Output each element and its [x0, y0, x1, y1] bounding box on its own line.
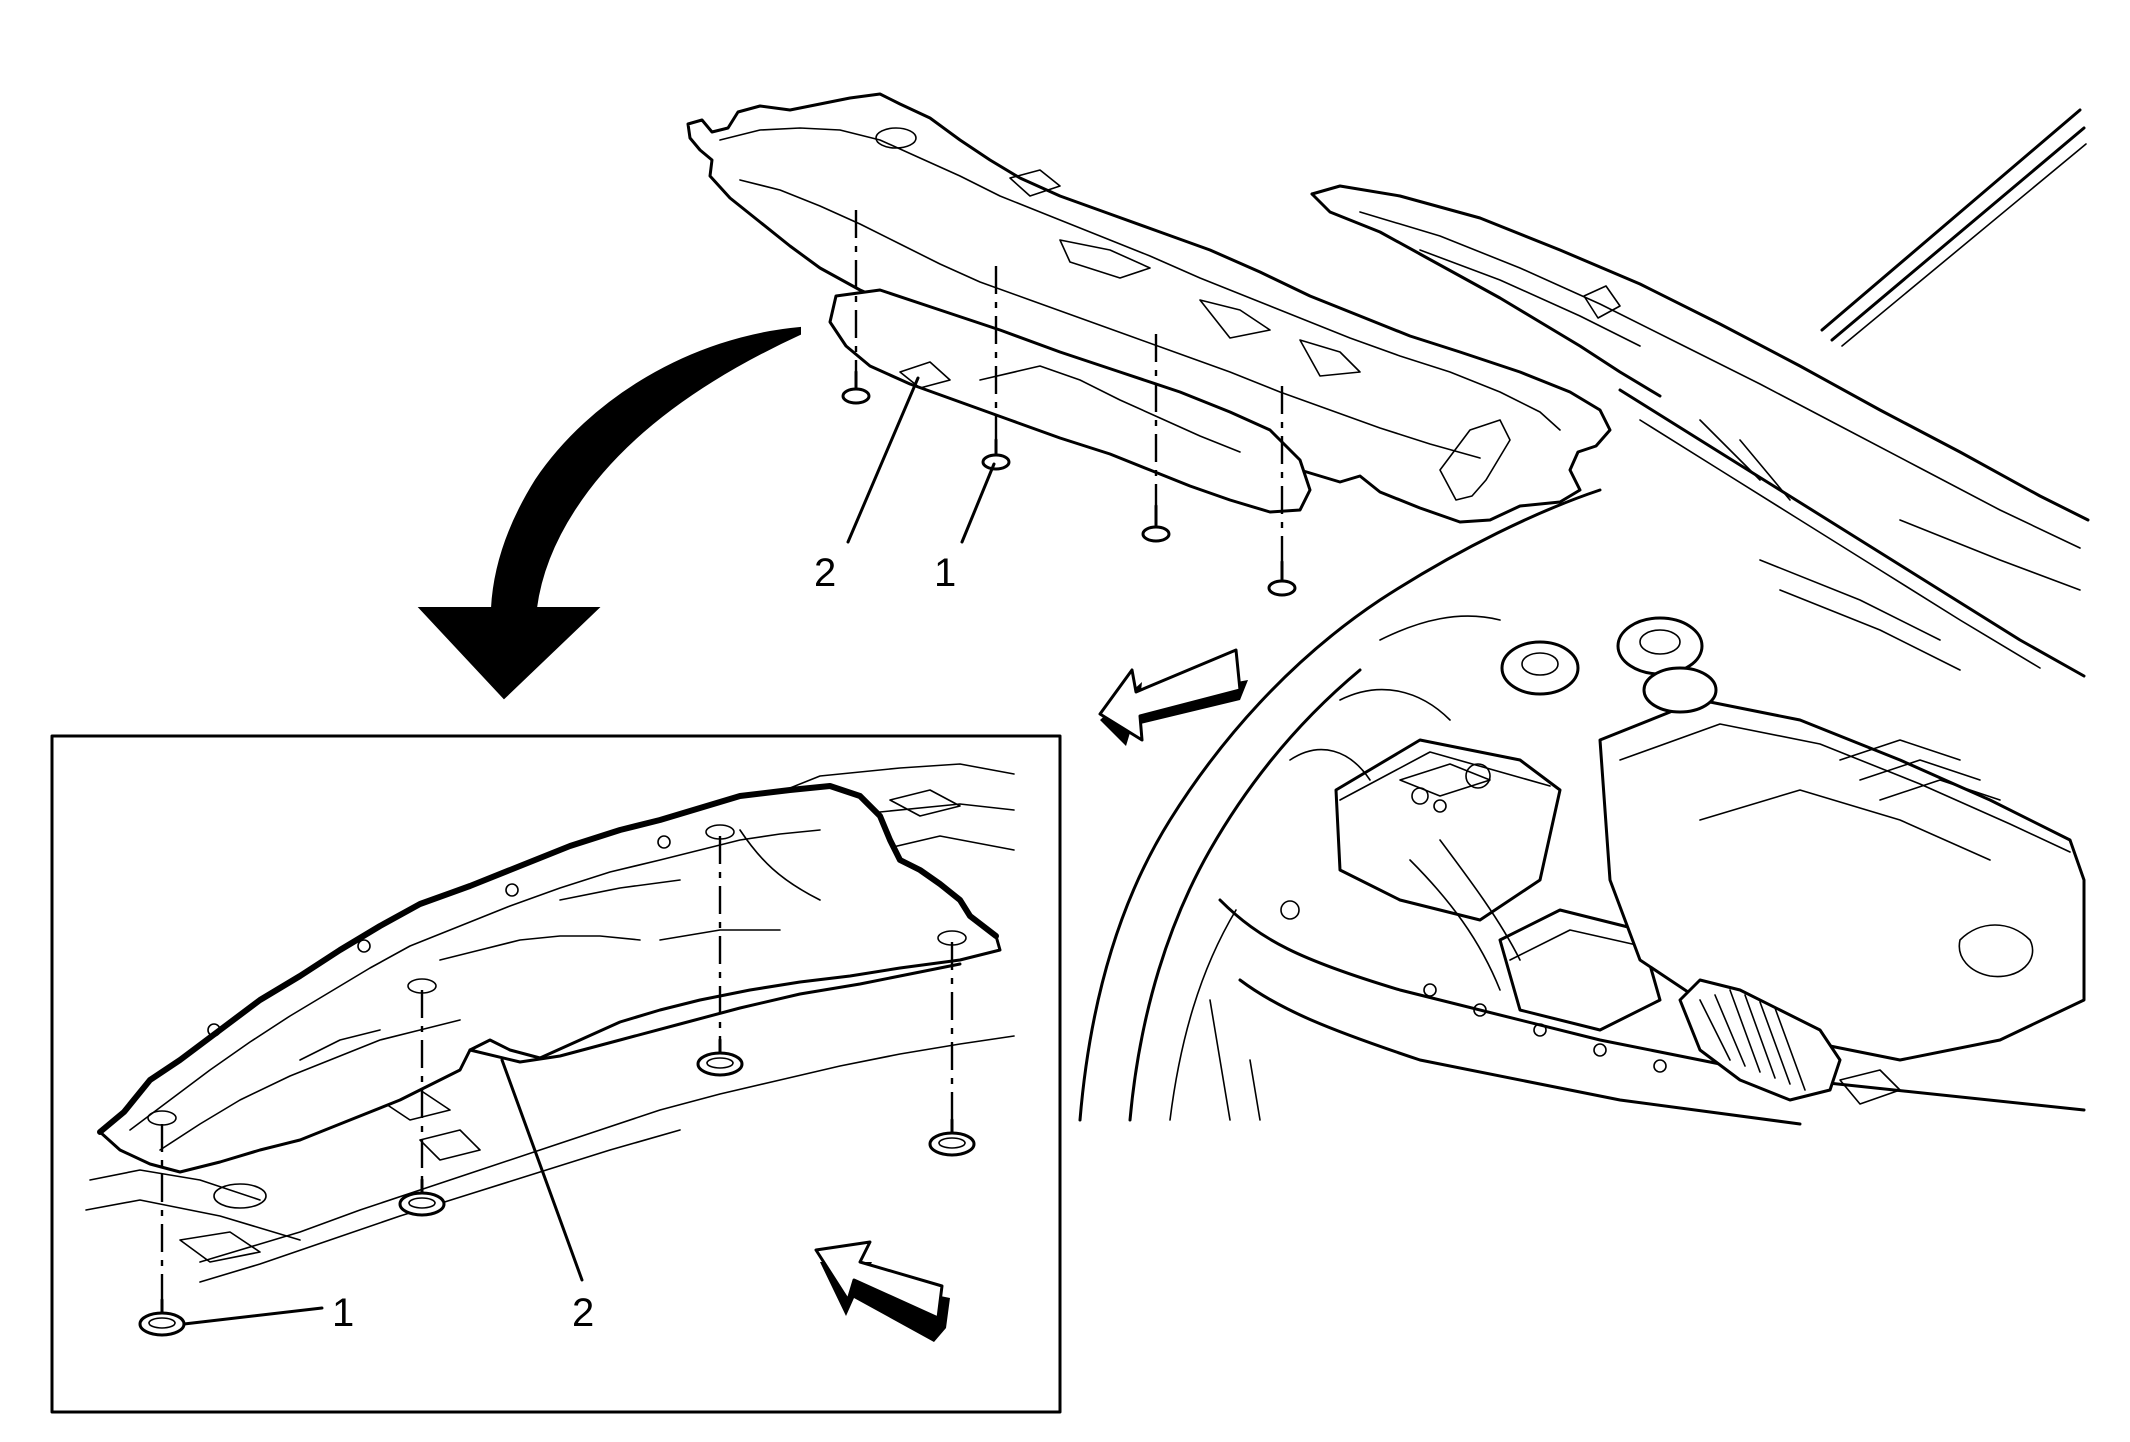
fastener-guides-top	[854, 210, 1284, 570]
inset-air-inlet-panel	[97, 783, 1002, 1174]
callout-1-top: 1	[934, 551, 956, 595]
inset-background-body	[85, 763, 1015, 1263]
leader-line-2-top	[846, 376, 920, 544]
clip-fasteners-top	[841, 370, 1297, 597]
callout-2-top: 2	[814, 551, 836, 595]
curved-down-arrow-icon	[417, 326, 801, 700]
hood-and-engine-bay	[1078, 108, 2090, 1126]
leader-line-2-inset	[500, 1058, 584, 1282]
seal-strip-top	[828, 288, 1312, 514]
leader-line-1-inset	[182, 1306, 324, 1326]
leader-line-1-top	[960, 462, 996, 544]
block-arrow-icon-inset	[814, 1240, 950, 1342]
fastener-guides-inset	[160, 836, 954, 1316]
callout-1-inset: 1	[332, 1291, 354, 1335]
detail-inset-frame	[50, 734, 1062, 1414]
callout-2-inset: 2	[572, 1291, 594, 1335]
block-arrow-icon	[1098, 648, 1248, 746]
